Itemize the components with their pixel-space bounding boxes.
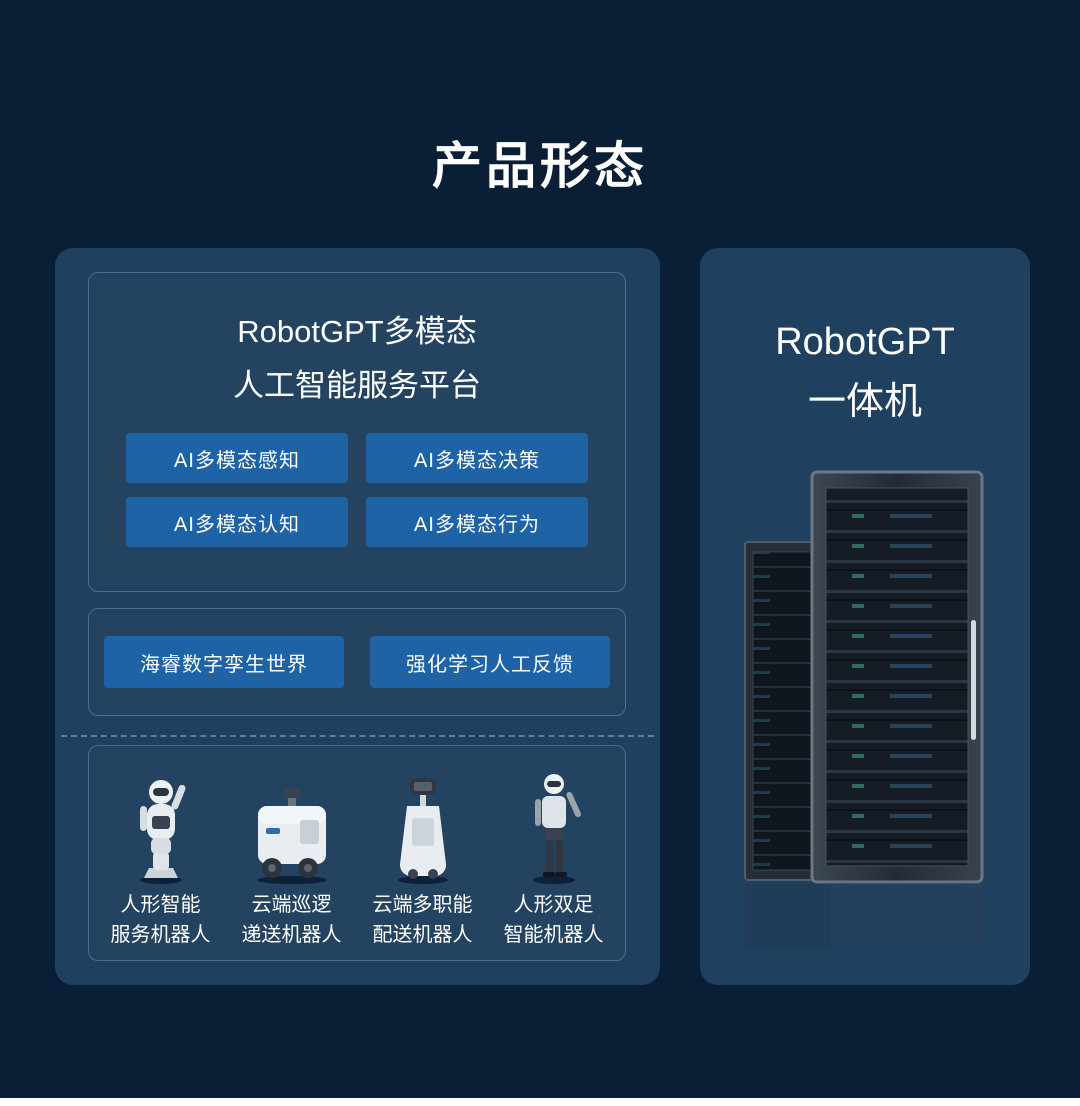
chip-digital-twin-world: 海睿数字孪生世界 — [104, 636, 344, 688]
robot-item-cloud-multirole: 云端多职能 配送机器人 — [357, 756, 488, 960]
robot-label: 人形智能 服务机器人 — [111, 890, 211, 950]
platform-title-line1: RobotGPT多模态 — [237, 314, 477, 349]
robot-label-line1: 云端多职能 — [372, 894, 473, 916]
robot-label-line2: 配送机器人 — [372, 924, 473, 946]
robot-item-humanoid-service: 人形智能 服务机器人 — [95, 756, 226, 960]
robot-label: 云端巡逻 递送机器人 — [242, 890, 342, 950]
robot-label-line1: 人形智能 — [120, 894, 201, 916]
robot-label-line2: 智能机器人 — [503, 924, 604, 946]
all-in-one-title-line2: 一体机 — [807, 381, 922, 423]
cloud-patrol-delivery-robot-image — [244, 770, 340, 884]
robot-label-line1: 云端巡逻 — [251, 894, 332, 916]
platform-title-line2: 人工智能服务平台 — [233, 368, 481, 403]
robot-label: 人形双足 智能机器人 — [504, 890, 604, 950]
chip-ai-perception: AI多模态感知 — [126, 433, 348, 483]
chip-ai-behavior: AI多模态行为 — [366, 497, 588, 547]
chip-rlhf: 强化学习人工反馈 — [370, 636, 610, 688]
platform-box: RobotGPT多模态 人工智能服务平台 AI多模态感知 AI多模态决策 AI多… — [88, 272, 626, 592]
cloud-multirole-delivery-robot-image — [383, 770, 463, 884]
ai-capability-grid: AI多模态感知 AI多模态决策 AI多模态认知 AI多模态行为 — [89, 433, 625, 547]
page-title: 产品形态 — [432, 138, 648, 194]
all-in-one-panel: RobotGPT 一体机 — [700, 248, 1030, 985]
middle-box: 海睿数字孪生世界 强化学习人工反馈 — [88, 608, 626, 716]
robot-label-line1: 人形双足 — [513, 894, 594, 916]
bipedal-humanoid-robot-image — [519, 770, 589, 884]
platform-title: RobotGPT多模态 人工智能服务平台 — [89, 305, 625, 413]
robot-item-bipedal-humanoid: 人形双足 智能机器人 — [488, 756, 619, 960]
humanoid-service-robot-image — [122, 770, 200, 884]
server-rack-image — [740, 470, 990, 960]
all-in-one-title-line1: RobotGPT — [775, 321, 955, 363]
dashed-divider — [61, 735, 654, 737]
chip-ai-cognition: AI多模态认知 — [126, 497, 348, 547]
robots-box: 人形智能 服务机器人 — [88, 745, 626, 961]
robot-label: 云端多职能 配送机器人 — [373, 890, 473, 950]
platform-panel: RobotGPT多模态 人工智能服务平台 AI多模态感知 AI多模态决策 AI多… — [55, 248, 660, 985]
robot-item-cloud-patrol: 云端巡逻 递送机器人 — [226, 756, 357, 960]
robot-label-line2: 服务机器人 — [110, 924, 211, 946]
chip-ai-decision: AI多模态决策 — [366, 433, 588, 483]
all-in-one-title: RobotGPT 一体机 — [700, 312, 1030, 432]
bottom-bar — [0, 1098, 1080, 1106]
robot-label-line2: 递送机器人 — [241, 924, 342, 946]
